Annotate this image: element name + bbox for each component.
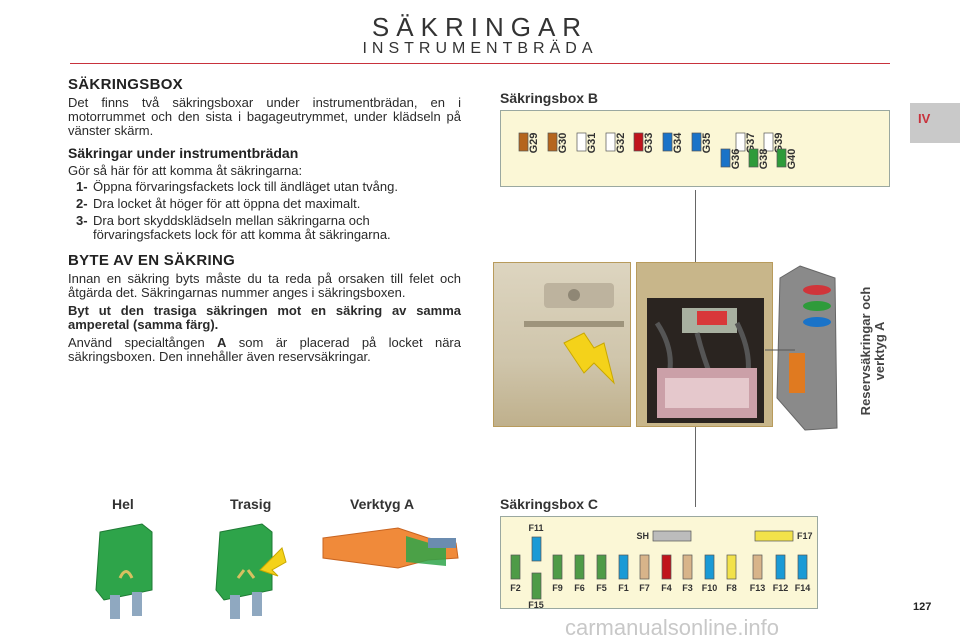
fusebox-b-label: Säkringsbox B: [500, 90, 599, 106]
page-number: 127: [913, 601, 932, 613]
fuse-G31: G31: [576, 133, 598, 154]
fuse-F12: F12: [773, 554, 789, 593]
fuse-G32: G32: [605, 133, 627, 154]
fuse-F11: F11: [528, 523, 544, 562]
svg-text:G32: G32: [615, 133, 627, 154]
replace-text-2: Byt ut den trasiga säkringen mot en säkr…: [68, 303, 461, 332]
svg-text:F2: F2: [510, 583, 521, 593]
steps-intro: Gör så här för att komma åt säkringarna:: [68, 163, 303, 178]
header-divider: [70, 63, 890, 64]
fuse-F10: F10: [702, 554, 718, 593]
fuse-F5: F5: [596, 554, 607, 593]
glovebox-illustration: [524, 283, 624, 385]
fuse-G34: G34: [662, 132, 684, 154]
fusebox-illustration: [647, 298, 764, 423]
svg-text:G31: G31: [586, 133, 598, 154]
fuse-intact-icon: [95, 523, 153, 619]
fuse-intact-label: Hel: [112, 496, 134, 512]
fuse-F17: F17: [754, 530, 813, 542]
dashboard-photo: [493, 262, 631, 427]
section-heading-fusebox: SÄKRINGSBOX: [68, 76, 183, 93]
replace-text-1: Innan en säkring byts måste du ta reda p…: [68, 271, 461, 300]
svg-text:F11: F11: [528, 523, 543, 533]
fuse-F4: F4: [661, 554, 672, 593]
fuse-F13: F13: [750, 554, 766, 593]
svg-text:F17: F17: [797, 531, 813, 541]
fusebox-photo: [636, 262, 773, 427]
fuse-G30: G30: [547, 133, 569, 154]
fuse-broken-label: Trasig: [230, 496, 272, 512]
svg-text:G29: G29: [528, 133, 540, 154]
svg-text:G33: G33: [643, 133, 655, 154]
tool-icon: [322, 527, 459, 569]
fuse-F2: F2: [510, 554, 521, 593]
fuse-G33: G33: [633, 133, 655, 154]
svg-text:F1: F1: [618, 583, 629, 593]
step-item: 3-Dra bort skyddsklädseln mellan säkring…: [76, 213, 391, 242]
fuse-G35: G35: [691, 133, 713, 154]
fuse-F14: F14: [795, 554, 811, 593]
svg-text:F3: F3: [682, 583, 693, 593]
svg-text:F5: F5: [596, 583, 607, 593]
svg-text:F4: F4: [661, 583, 672, 593]
fuse-F3: F3: [682, 554, 693, 593]
fuse-F15: F15: [528, 572, 544, 608]
svg-text:G37: G37: [745, 133, 757, 154]
svg-text:F9: F9: [552, 583, 563, 593]
step-item: 2-Dra locket åt höger för att öppna det …: [76, 196, 361, 211]
fuse-G37: G37: [735, 133, 757, 154]
svg-text:G36: G36: [730, 149, 742, 170]
intro-text: Det finns två säkringsboxar under instru…: [68, 95, 461, 138]
page-subtitle: INSTRUMENTBRÄDA: [362, 40, 598, 57]
fuse-SH: SH: [636, 530, 692, 542]
svg-text:G30: G30: [557, 133, 569, 154]
svg-text:F7: F7: [639, 583, 650, 593]
steps-list: 1-Öppna förvaringsfackets lock till ändl…: [76, 180, 461, 242]
svg-text:F6: F6: [574, 583, 585, 593]
fuse-G39: G39: [763, 133, 785, 154]
svg-text:G39: G39: [773, 133, 785, 154]
svg-text:SH: SH: [636, 531, 649, 541]
fuse-broken-icon: [215, 523, 287, 619]
watermark-text: carmanualsonline.info: [565, 615, 780, 640]
replace-text-3: Använd specialtången A som är placerad p…: [68, 335, 461, 364]
svg-text:F12: F12: [773, 583, 789, 593]
fuse-F9: F9: [552, 554, 563, 593]
svg-text:F8: F8: [726, 583, 737, 593]
chapter-label: IV: [918, 111, 931, 126]
chapter-tab[interactable]: IV: [910, 103, 960, 143]
fuse-F1: F1: [618, 554, 629, 593]
fuse-F8: F8: [726, 554, 737, 593]
fuse-G40: G40: [776, 149, 798, 170]
svg-text:F15: F15: [528, 600, 544, 608]
fuse-G29: G29: [518, 133, 540, 154]
fuse-G38: G38: [748, 149, 770, 170]
svg-text:F10: F10: [702, 583, 718, 593]
svg-text:G38: G38: [758, 149, 770, 170]
section-heading-replace: BYTE AV EN SÄKRING: [68, 252, 236, 269]
svg-text:G34: G34: [672, 132, 684, 154]
connector-line-b: [695, 190, 696, 262]
subheading-dashboard-fuses: Säkringar under instrumentbrädan: [68, 145, 299, 161]
fuse-F7: F7: [639, 554, 650, 593]
fuse-G36: G36: [720, 149, 742, 170]
fusebox-c-label: Säkringsbox C: [500, 496, 599, 512]
tool-label: Verktyg A: [350, 496, 415, 512]
svg-text:G35: G35: [701, 133, 713, 154]
step-item: 1-Öppna förvaringsfackets lock till ändl…: [76, 179, 398, 194]
reserve-fuse-holder: [765, 265, 838, 431]
svg-text:G40: G40: [786, 149, 798, 170]
fuse-F6: F6: [574, 554, 585, 593]
page-title: SÄKRINGAR: [371, 12, 589, 42]
svg-text:F14: F14: [795, 583, 811, 593]
connector-line-c: [695, 425, 696, 507]
svg-text:F13: F13: [750, 583, 766, 593]
left-column: SÄKRINGSBOX Det finns två säkringsboxar …: [68, 76, 461, 368]
